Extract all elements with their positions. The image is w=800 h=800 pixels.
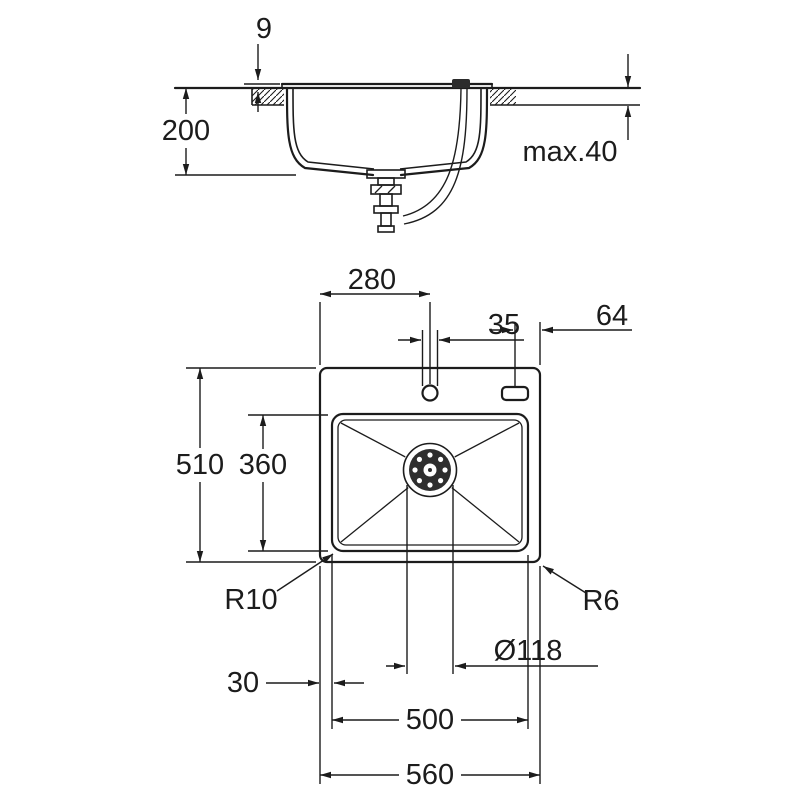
dim-section-depth: 200 <box>158 88 296 176</box>
callout-corner-radius-label: R6 <box>582 585 619 617</box>
countertop-hatch-left <box>251 88 284 106</box>
dim-outer-width-label: 560 <box>406 759 454 791</box>
dim-bowl-depth-label: 360 <box>239 449 287 481</box>
dim-counter-thickness: max.40 <box>522 54 632 168</box>
dim-bowl-width: 500 <box>332 704 528 737</box>
bottom-extension-lines <box>319 555 541 784</box>
section-view: 9 200 max.40 <box>158 13 642 233</box>
dim-rim-height-label: 9 <box>256 13 272 45</box>
dim-outer-depth: 510 <box>171 367 316 563</box>
plan-bowl-inner-edge <box>337 419 523 546</box>
dim-drain-diameter: Ø118 <box>386 485 598 674</box>
control-cable <box>402 88 468 225</box>
dim-rim-height: 9 <box>254 13 272 112</box>
dim-knob-offset: 64 <box>490 300 632 386</box>
drain-top-view <box>402 442 458 498</box>
plan-view: 280 35 64 510 <box>171 264 632 792</box>
dim-side-gap-label: 30 <box>227 667 259 699</box>
callout-bowl-radius: R10 <box>224 553 334 616</box>
dim-section-depth-label: 200 <box>162 115 210 147</box>
dim-outer-depth-label: 510 <box>176 449 224 481</box>
dim-tap-hole: 35 <box>398 309 524 386</box>
dim-counter-thickness-label: max.40 <box>522 136 617 168</box>
bowl-section <box>285 86 489 177</box>
dim-tap-offset-label: 280 <box>348 264 396 296</box>
callout-corner-radius: R6 <box>542 565 620 617</box>
faucet-hole <box>421 384 439 402</box>
plan-bowl <box>330 412 530 553</box>
dim-knob-offset-label: 64 <box>596 300 628 332</box>
dim-side-gap: 30 <box>227 667 364 699</box>
dim-bowl-depth: 360 <box>235 414 328 552</box>
dim-tap-offset: 280 <box>319 264 431 384</box>
drain-assembly-section <box>366 169 406 233</box>
countertop-hatch-right <box>490 88 640 106</box>
dim-outer-width: 560 <box>320 759 540 792</box>
control-knob-section <box>452 79 470 88</box>
dim-bowl-width-label: 500 <box>406 704 454 736</box>
callout-bowl-radius-label: R10 <box>224 584 277 616</box>
control-knob <box>500 385 530 402</box>
